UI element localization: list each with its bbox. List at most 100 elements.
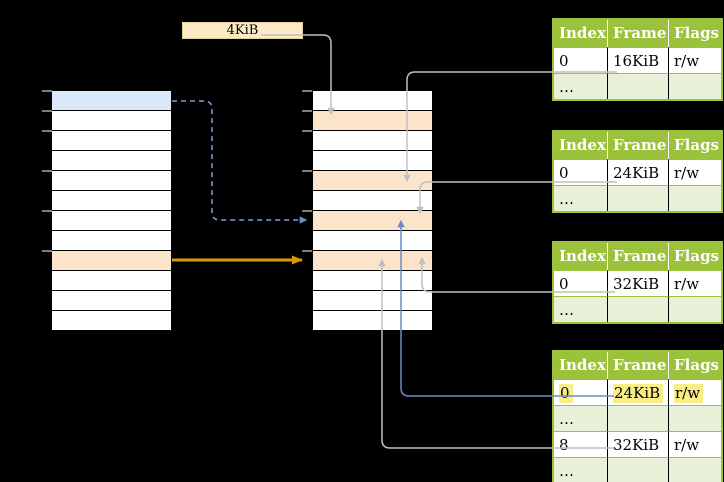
cell-frame xyxy=(607,73,668,99)
cell-index: 0 xyxy=(554,159,607,185)
cell-frame: 32KiB xyxy=(607,431,668,457)
virtual-memory-table xyxy=(52,91,171,331)
memory-row xyxy=(313,111,432,131)
memory-row xyxy=(52,111,171,131)
memory-tick xyxy=(42,110,52,112)
header-frame: Frame xyxy=(607,352,668,379)
cell-index: 0 xyxy=(554,47,607,73)
highlight-frame: 24KiB xyxy=(613,384,664,403)
cell-index: … xyxy=(554,405,607,431)
header-flags: Flags xyxy=(668,243,721,270)
frame-table-32kib: Index Frame Flags 0 32KiB r/w … xyxy=(552,241,723,324)
table-header-row: Index Frame Flags xyxy=(554,243,721,270)
cell-flags xyxy=(668,405,721,431)
page-size-label-box: 4KiB xyxy=(182,22,303,39)
cell-flags xyxy=(668,73,721,99)
cell-flags: r/w xyxy=(668,47,721,73)
table-row: 8 32KiB r/w xyxy=(554,431,721,457)
table-row: 0 16KiB r/w xyxy=(554,47,721,73)
memory-row xyxy=(52,231,171,251)
memory-tick xyxy=(302,110,312,112)
frame-table-highlighted: Index Frame Flags 0 24KiB r/w … 8 32KiB … xyxy=(552,350,723,482)
memory-row xyxy=(52,191,171,211)
memory-row xyxy=(313,291,432,311)
memory-row xyxy=(52,91,171,111)
frame-table-24kib: Index Frame Flags 0 24KiB r/w … xyxy=(552,130,723,213)
cell-index: 0 xyxy=(554,379,607,405)
memory-row xyxy=(313,251,432,271)
physical-memory-table xyxy=(313,91,432,331)
memory-row xyxy=(52,211,171,231)
memory-row xyxy=(313,271,432,291)
cell-flags xyxy=(668,185,721,211)
memory-row xyxy=(52,251,171,271)
header-flags: Flags xyxy=(668,352,721,379)
cell-index: … xyxy=(554,296,607,322)
memory-tick xyxy=(42,130,52,132)
cell-frame xyxy=(607,405,668,431)
table-row-ellipsis: … xyxy=(554,457,721,482)
memory-row xyxy=(313,91,432,111)
table-header-row: Index Frame Flags xyxy=(554,20,721,47)
arrow-virtual-page-dashed xyxy=(172,100,308,224)
cell-frame xyxy=(607,185,668,211)
cell-flags: r/w xyxy=(668,431,721,457)
memory-tick xyxy=(42,250,52,252)
memory-tick xyxy=(42,170,52,172)
cell-frame: 16KiB xyxy=(607,47,668,73)
header-index: Index xyxy=(554,243,607,270)
header-flags: Flags xyxy=(668,20,721,47)
cell-frame xyxy=(607,296,668,322)
memory-tick xyxy=(302,90,312,92)
cell-index: … xyxy=(554,73,607,99)
header-index: Index xyxy=(554,132,607,159)
table-row-ellipsis: … xyxy=(554,73,721,99)
memory-row xyxy=(52,151,171,171)
table-row: 0 32KiB r/w xyxy=(554,270,721,296)
frame-table-16kib: Index Frame Flags 0 16KiB r/w … xyxy=(552,18,723,101)
table-header-row: Index Frame Flags xyxy=(554,132,721,159)
memory-row xyxy=(313,191,432,211)
memory-row xyxy=(52,291,171,311)
cell-flags xyxy=(668,457,721,482)
memory-row xyxy=(52,131,171,151)
cell-index: … xyxy=(554,457,607,482)
cell-frame: 32KiB xyxy=(607,270,668,296)
highlight-index: 0 xyxy=(559,384,573,403)
memory-row xyxy=(313,311,432,331)
table-row-highlighted: 0 24KiB r/w xyxy=(554,379,721,405)
memory-row xyxy=(313,211,432,231)
memory-row xyxy=(313,171,432,191)
memory-row xyxy=(313,231,432,251)
page-size-label: 4KiB xyxy=(226,23,259,38)
cell-flags xyxy=(668,296,721,322)
cell-frame xyxy=(607,457,668,482)
memory-tick xyxy=(42,210,52,212)
memory-tick xyxy=(302,130,312,132)
cell-frame: 24KiB xyxy=(607,159,668,185)
header-frame: Frame xyxy=(607,20,668,47)
cell-index: … xyxy=(554,185,607,211)
cell-flags: r/w xyxy=(668,270,721,296)
memory-tick xyxy=(302,250,312,252)
table-row-ellipsis: … xyxy=(554,185,721,211)
table-row-ellipsis: … xyxy=(554,296,721,322)
header-flags: Flags xyxy=(668,132,721,159)
table-header-row: Index Frame Flags xyxy=(554,352,721,379)
memory-tick xyxy=(42,90,52,92)
header-frame: Frame xyxy=(607,132,668,159)
highlight-flags: r/w xyxy=(674,384,704,403)
header-index: Index xyxy=(554,352,607,379)
memory-row xyxy=(52,311,171,331)
cell-frame: 24KiB xyxy=(607,379,668,405)
memory-tick xyxy=(302,170,312,172)
memory-row xyxy=(52,171,171,191)
header-index: Index xyxy=(554,20,607,47)
memory-tick xyxy=(302,210,312,212)
cell-flags: r/w xyxy=(668,159,721,185)
memory-row xyxy=(313,151,432,171)
cell-index: 8 xyxy=(554,431,607,457)
table-row-ellipsis: … xyxy=(554,405,721,431)
memory-row xyxy=(52,271,171,291)
